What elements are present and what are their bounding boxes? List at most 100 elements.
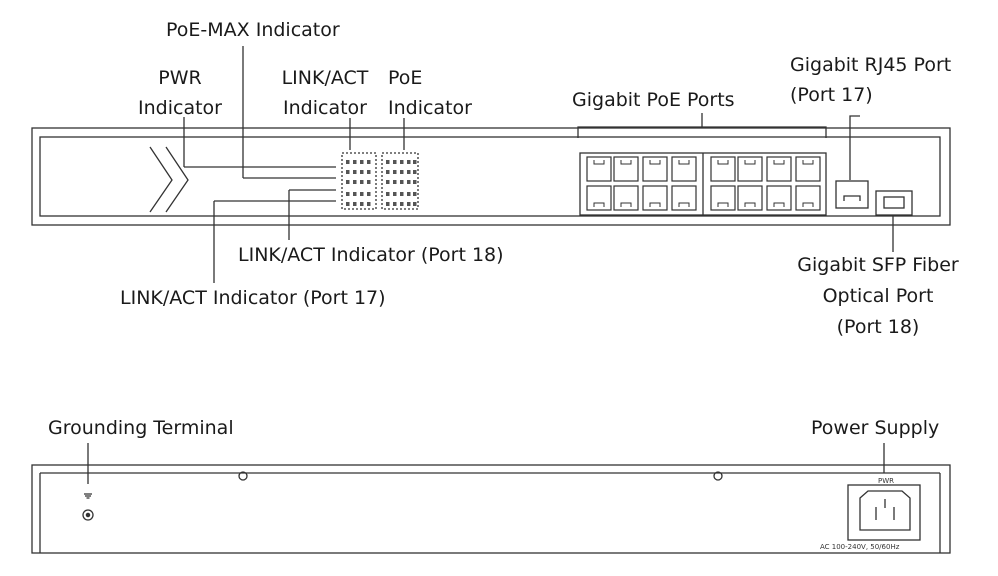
indicator-led bbox=[346, 160, 350, 164]
poe-rj45-port bbox=[710, 156, 736, 182]
sfp-port-label-line2: Optical Port bbox=[822, 285, 934, 307]
poe-ports-group bbox=[586, 156, 821, 211]
indicator-led bbox=[407, 170, 411, 174]
rear-screw-right bbox=[713, 471, 723, 481]
indicator-led bbox=[367, 180, 371, 184]
poe-indicator-label-line2: Indicator bbox=[388, 97, 472, 119]
poe-rj45-port bbox=[642, 156, 668, 182]
pwr-indicator-label: PWR Indicator bbox=[128, 66, 232, 120]
indicator-led bbox=[400, 202, 404, 206]
indicator-led bbox=[353, 202, 357, 206]
rj45-port17-latch bbox=[843, 195, 861, 201]
indicator-led bbox=[353, 160, 357, 164]
indicator-led bbox=[400, 160, 404, 164]
indicator-led bbox=[413, 180, 417, 184]
indicator-led bbox=[413, 170, 417, 174]
poe-rj45-port bbox=[795, 185, 821, 211]
pwr-mark-text: PWR bbox=[878, 477, 894, 485]
rj45-port17 bbox=[835, 180, 869, 209]
indicator-led bbox=[346, 192, 350, 196]
front-chevron-mark bbox=[149, 146, 173, 213]
indicator-led bbox=[393, 170, 397, 174]
gigabit-poe-ports-label: Gigabit PoE Ports bbox=[572, 89, 735, 111]
poe-max-indicator-label: PoE-MAX Indicator bbox=[166, 19, 340, 41]
power-inlet-socket bbox=[859, 490, 911, 531]
sfp-port-label: Gigabit SFP Fiber Optical Port (Port 18) bbox=[778, 253, 978, 339]
rj45-leader bbox=[849, 115, 860, 180]
indicator-led bbox=[386, 170, 390, 174]
indicator-led bbox=[386, 202, 390, 206]
indicator-led bbox=[407, 192, 411, 196]
indicator-led bbox=[400, 192, 404, 196]
front-chevron-mark-2 bbox=[165, 146, 189, 213]
indicator-led bbox=[386, 160, 390, 164]
poe-rj45-port bbox=[671, 156, 697, 182]
gigabit-rj45-port-label-line1: Gigabit RJ45 Port bbox=[790, 54, 952, 76]
ac-rating-text: AC 100-240V, 50/60Hz bbox=[820, 543, 900, 551]
indicator-led bbox=[360, 160, 364, 164]
link-act-indicator-block bbox=[341, 152, 377, 210]
indicator-led bbox=[393, 180, 397, 184]
indicator-led bbox=[346, 180, 350, 184]
poe-rj45-port bbox=[766, 185, 792, 211]
poe-indicator-block bbox=[381, 152, 419, 210]
poe-rj45-port bbox=[613, 185, 639, 211]
indicator-led bbox=[413, 192, 417, 196]
indicator-led bbox=[360, 180, 364, 184]
poe-rj45-port bbox=[795, 156, 821, 182]
indicator-led bbox=[413, 202, 417, 206]
indicator-led bbox=[360, 192, 364, 196]
power-supply-label: Power Supply bbox=[811, 417, 940, 439]
sfp-port-label-line1: Gigabit SFP Fiber bbox=[797, 254, 959, 276]
indicator-led bbox=[346, 202, 350, 206]
indicator-led bbox=[400, 180, 404, 184]
sfp-port18 bbox=[875, 190, 913, 216]
indicator-led bbox=[346, 170, 350, 174]
link-act-indicator-label-line2: Indicator bbox=[283, 97, 367, 119]
indicator-led bbox=[360, 202, 364, 206]
poe-rj45-port bbox=[642, 185, 668, 211]
indicator-leds-group bbox=[346, 160, 417, 206]
link-act-indicator-label-line1: LINK/ACT bbox=[281, 67, 369, 89]
poe-rj45-port bbox=[586, 156, 612, 182]
front-panel-outer bbox=[31, 127, 951, 226]
indicator-led bbox=[413, 160, 417, 164]
grounding-terminal bbox=[82, 509, 94, 521]
poe-rj45-port bbox=[766, 156, 792, 182]
indicator-led bbox=[407, 202, 411, 206]
link-act-indicator-label: LINK/ACT Indicator bbox=[270, 66, 380, 120]
indicator-led bbox=[407, 180, 411, 184]
poe-rj45-port bbox=[671, 185, 697, 211]
gigabit-rj45-port-label-line2: (Port 17) bbox=[790, 84, 873, 106]
ground-symbol-icon bbox=[84, 493, 92, 499]
indicator-led bbox=[393, 202, 397, 206]
sfp-port-label-line3: (Port 18) bbox=[836, 316, 920, 338]
power-inlet-frame bbox=[847, 484, 921, 541]
poe-rj45-port bbox=[710, 185, 736, 211]
link-act-port18-label: LINK/ACT Indicator (Port 18) bbox=[238, 244, 504, 266]
grounding-terminal-label: Grounding Terminal bbox=[48, 417, 234, 439]
pwr-indicator-label-line2: Indicator bbox=[138, 97, 222, 119]
sfp-port18-cage bbox=[883, 196, 905, 209]
poe-rj45-port bbox=[737, 185, 763, 211]
indicator-led bbox=[407, 160, 411, 164]
indicator-led bbox=[353, 192, 357, 196]
indicator-led bbox=[367, 202, 371, 206]
indicator-led bbox=[367, 170, 371, 174]
indicator-led bbox=[386, 192, 390, 196]
pwr-indicator-label-line1: PWR bbox=[158, 67, 202, 89]
indicator-led bbox=[400, 170, 404, 174]
indicator-led bbox=[367, 192, 371, 196]
indicator-led bbox=[393, 192, 397, 196]
poe-rj45-port bbox=[737, 156, 763, 182]
indicator-led bbox=[353, 180, 357, 184]
indicator-led bbox=[386, 180, 390, 184]
rear-screw-left bbox=[238, 471, 248, 481]
poe-rj45-port bbox=[613, 156, 639, 182]
rear-panel-outer bbox=[31, 464, 951, 554]
poe-indicator-label: PoE Indicator bbox=[388, 66, 492, 120]
indicator-led bbox=[360, 170, 364, 174]
indicator-led bbox=[393, 160, 397, 164]
link-act-port17-label: LINK/ACT Indicator (Port 17) bbox=[120, 287, 386, 309]
